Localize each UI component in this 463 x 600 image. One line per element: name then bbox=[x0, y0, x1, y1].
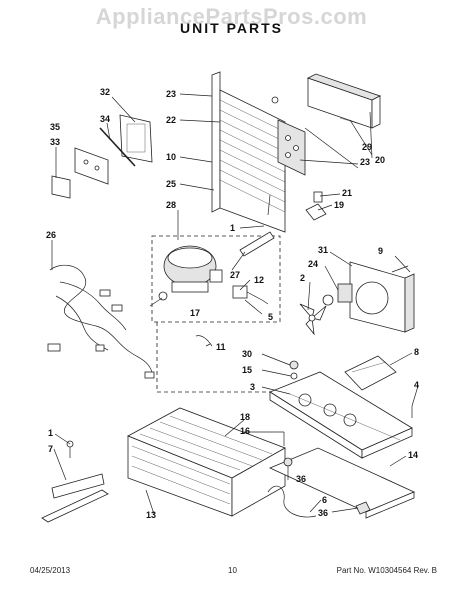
base-leader-dash bbox=[156, 322, 282, 393]
compressor-part bbox=[158, 245, 223, 301]
footer-date: 04/25/2013 bbox=[30, 566, 71, 575]
callout-1-top: 1 bbox=[230, 223, 235, 233]
callout-30: 30 bbox=[242, 349, 252, 359]
compressor-group-outline bbox=[151, 235, 281, 323]
callout-18: 18 bbox=[240, 412, 250, 422]
fan-blade-part bbox=[299, 303, 327, 336]
callout-1-lower: 1 bbox=[48, 428, 53, 438]
tube-part bbox=[267, 485, 317, 518]
air-duct-part bbox=[306, 73, 382, 129]
callout-29: 29 bbox=[362, 142, 372, 152]
callout-27: 27 bbox=[230, 270, 240, 280]
watermark: AppliancePartsPros.com bbox=[95, 4, 368, 29]
callout-5: 5 bbox=[268, 312, 273, 322]
callout-9: 9 bbox=[378, 246, 383, 256]
callout-36-lower: 36 bbox=[318, 508, 328, 518]
callout-6: 6 bbox=[322, 495, 327, 505]
condenser-assembly bbox=[211, 71, 306, 233]
clip-part bbox=[355, 501, 371, 515]
grommet-part bbox=[289, 360, 299, 370]
base-pan-part bbox=[269, 371, 413, 459]
callout-32: 32 bbox=[100, 87, 110, 97]
start-device-part bbox=[232, 231, 275, 305]
callout-2: 2 bbox=[300, 273, 305, 283]
evaporator-part bbox=[127, 407, 286, 517]
callout-17: 17 bbox=[190, 308, 200, 318]
callout-7: 7 bbox=[48, 444, 53, 454]
callout-14: 14 bbox=[408, 450, 418, 460]
leader-lines bbox=[51, 93, 419, 515]
callout-4: 4 bbox=[414, 380, 419, 390]
washer-part bbox=[290, 372, 298, 380]
control-bracket-part bbox=[51, 114, 153, 199]
callout-28: 28 bbox=[166, 200, 176, 210]
callout-11: 11 bbox=[216, 342, 226, 352]
callout-25: 25 bbox=[166, 179, 176, 189]
callout-10: 10 bbox=[166, 152, 176, 162]
wire-part bbox=[195, 335, 213, 347]
cover-panel-part bbox=[269, 447, 415, 519]
callout-12: 12 bbox=[254, 275, 264, 285]
footer-page-number: 10 bbox=[228, 566, 237, 575]
callout-24: 24 bbox=[308, 259, 318, 269]
callout-13: 13 bbox=[146, 510, 156, 520]
callout-21: 21 bbox=[342, 188, 352, 198]
page-title: UNIT PARTS bbox=[180, 20, 283, 36]
callout-33: 33 bbox=[50, 137, 60, 147]
callout-19: 19 bbox=[334, 200, 344, 210]
callout-20: 20 bbox=[375, 155, 385, 165]
footer-part-number: Part No. W10304564 Rev. B bbox=[336, 566, 437, 575]
callout-23-top: 23 bbox=[166, 89, 176, 99]
callout-31: 31 bbox=[318, 245, 328, 255]
callout-26: 26 bbox=[46, 230, 56, 240]
callout-15: 15 bbox=[242, 365, 252, 375]
callout-labels: 23 22 10 25 1 32 34 35 33 28 26 27 12 17… bbox=[46, 87, 419, 520]
heater-bracket-part bbox=[41, 440, 109, 523]
wire-harness-part bbox=[47, 264, 155, 379]
callout-35: 35 bbox=[50, 122, 60, 132]
fan-motor-part bbox=[322, 283, 353, 306]
callout-3: 3 bbox=[250, 382, 255, 392]
fan-shroud-part bbox=[349, 261, 415, 333]
callout-8: 8 bbox=[414, 347, 419, 357]
callout-16: 16 bbox=[240, 426, 250, 436]
relay-part bbox=[305, 191, 327, 221]
mounting-bracket-part bbox=[344, 355, 397, 391]
callout-23-right: 23 bbox=[360, 157, 370, 167]
callout-34: 34 bbox=[100, 114, 110, 124]
callout-36-upper: 36 bbox=[296, 474, 306, 484]
callout-22: 22 bbox=[166, 115, 176, 125]
